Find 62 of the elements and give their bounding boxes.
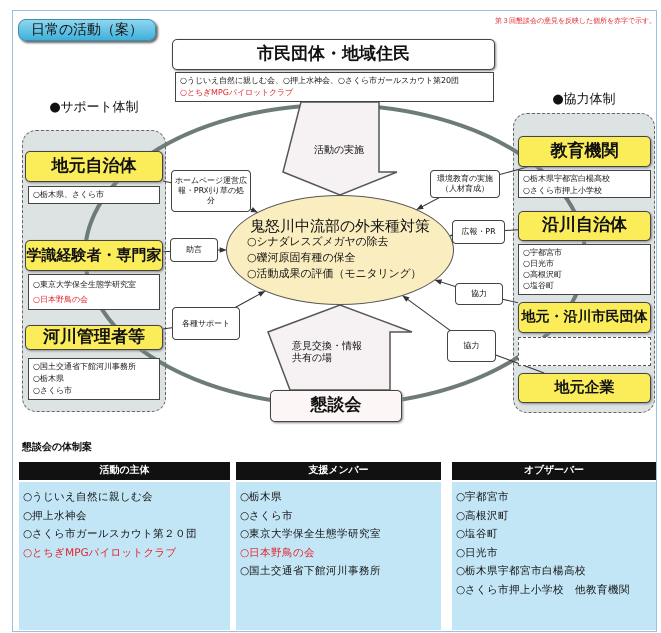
- edge-label: 広報・PR: [452, 220, 505, 244]
- list-item: ○栃木県宇都宮白楊高校: [523, 173, 611, 185]
- table-header-cell: 活動の主体: [19, 462, 230, 480]
- list-item: ○栃木県: [33, 373, 65, 385]
- list-item: ○日本野鳥の会: [33, 294, 89, 306]
- list-item: ○宇都宮市: [523, 247, 563, 258]
- table-item: ○塩谷町: [456, 527, 500, 542]
- empty-box: [518, 337, 651, 366]
- header-box: 市民団体・地域住民: [172, 39, 495, 70]
- table-item: ○栃木県: [240, 490, 284, 505]
- organization-box: 沿川自治体: [518, 211, 651, 241]
- list-item: ○東京大学保全生態学研究室: [33, 279, 137, 291]
- organization-box: 地元企業: [518, 373, 651, 403]
- table-header-cell: オブザーバー: [452, 462, 656, 480]
- table-item: ○日本野鳥の会: [240, 546, 316, 560]
- edge-label: 助言: [170, 238, 218, 262]
- list-item: ○高根沢町: [523, 269, 563, 280]
- organization-box: 教育機関: [518, 136, 651, 167]
- organization-box: 学識経験者・専門家: [25, 240, 163, 271]
- edge-label: 協力: [447, 330, 496, 362]
- edge-label: 環境教育の実施（人材育成）: [430, 170, 500, 198]
- list-item: ○国土交通省下館河川事務所: [33, 361, 137, 373]
- table-item: ○うじいえ自然に親しむ会: [23, 490, 154, 505]
- member-list-box: [28, 358, 160, 400]
- table-item: ○国土交通省下館河川事務所: [240, 564, 382, 579]
- table-item: ○押上水神会: [23, 508, 88, 524]
- member-list-box: [518, 170, 651, 198]
- member-list-box: [518, 244, 651, 295]
- organization-box: 地元・沿川市民団体: [518, 302, 651, 333]
- table-item: ○宇都宮市: [456, 490, 510, 505]
- organization-box: 地元自治体: [25, 151, 163, 182]
- edge-label: 協力: [455, 283, 503, 305]
- table-item: ○とちぎMPGパイロットクラブ: [23, 546, 178, 560]
- list-item: ○うじいえ自然に親しむ会、○押上水神会、○さくら市ガールスカウト第20団: [180, 75, 460, 87]
- table-item: ○さくら市: [240, 508, 294, 524]
- goal-item: ○シナダレスズメガヤの除去: [247, 234, 389, 250]
- list-item: ○さくら市押上小学校: [523, 185, 603, 197]
- list-item: ○さくら市: [33, 385, 73, 397]
- member-list-box: [175, 72, 494, 102]
- edge-label: 各種サポート: [172, 307, 240, 340]
- member-list-box: ○栃木県、さくら市: [28, 186, 160, 204]
- list-item: ○日光市: [523, 258, 555, 269]
- table-heading: 懇談会の体制案: [22, 440, 92, 454]
- table-item: ○東京大学保全生態学研究室: [240, 527, 382, 542]
- table-item: ○さくら市ガールスカウト第２０団: [23, 527, 198, 542]
- meeting-box: 懇談会: [270, 390, 402, 422]
- table-item: ○さくら市押上小学校 他教育機関: [456, 582, 632, 598]
- goal-item: ○礫河原固有種の保全: [247, 250, 356, 266]
- table-item: ○日光市: [456, 546, 500, 560]
- table-item: ○栃木県宇都宮市白楊高校: [456, 564, 588, 579]
- list-item: ○とちぎMPGパイロットクラブ: [180, 87, 294, 99]
- table-item: ○高根沢町: [456, 508, 510, 524]
- goal-item: ○活動成果の評価（モニタリング）: [247, 266, 422, 282]
- member-list-box: [28, 274, 160, 310]
- title-pill: 日常の活動（案）: [18, 19, 156, 41]
- group-heading: ●サポート体制: [48, 99, 140, 116]
- edge-label: ホームページ運営広報・PR刈り草の処分: [171, 170, 251, 212]
- list-item: ○塩谷町: [523, 280, 555, 291]
- goal-heading: 鬼怒川中流部の外来種対策: [250, 218, 430, 234]
- group-heading: ●協力体制: [551, 91, 617, 108]
- organization-box: 河川管理者等: [25, 325, 163, 350]
- table-header-cell: 支援メンバー: [236, 462, 441, 480]
